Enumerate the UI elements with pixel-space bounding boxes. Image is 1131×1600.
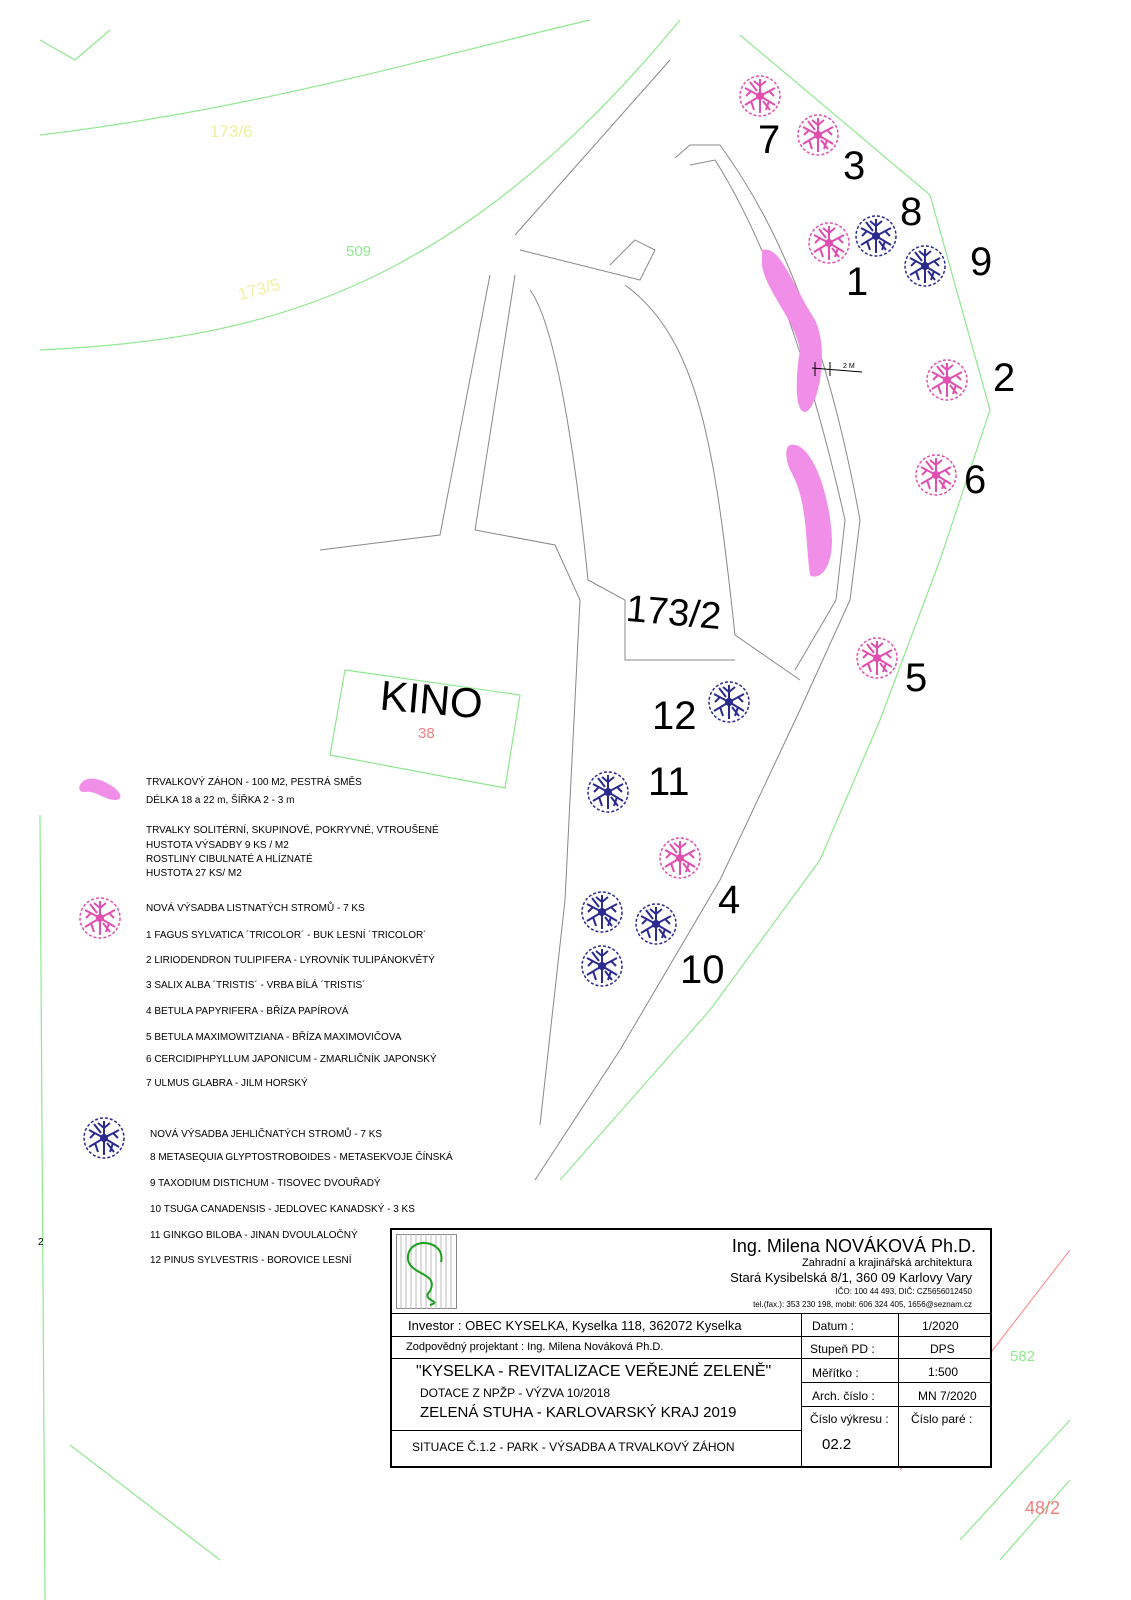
tree-icon-5 [856, 637, 898, 679]
legend-conifer-tree-icon [83, 1117, 125, 1159]
legend-bed-line: ROSTLINY CIBULNATÉ A HLÍZNATÉ [146, 854, 313, 865]
tree-number-12: 12 [652, 694, 697, 738]
tree-icon-2 [926, 359, 968, 401]
copy-number-label: Číslo paré : [911, 1412, 973, 1426]
date-label: Datum : [812, 1319, 855, 1333]
logo-icon [396, 1234, 457, 1309]
legend-deciduous-item: 1 FAGUS SYLVATICA ´TRICOLOR´ - BUK LESNÍ… [146, 930, 427, 941]
tree-icon-3 [797, 114, 839, 156]
author-name: Ing. Milena NOVÁKOVÁ Ph.D. [731, 1236, 976, 1256]
legend-deciduous-tree-icon [79, 897, 121, 939]
tree-icon-10a [581, 891, 623, 933]
drawing-title: SITUACE Č.1.2 - PARK - VÝSADBA A TRVALKO… [412, 1440, 735, 1454]
tree-icon-11 [587, 771, 629, 813]
tree-number-4: 4 [718, 878, 741, 922]
legend-bed-line: DÉLKA 18 a 22 m, ŠÍŘKA 2 - 3 m [146, 795, 295, 806]
tree-icon-1 [808, 222, 850, 264]
scale-value: 1:500 [928, 1365, 959, 1379]
legend-bed-line: TRVALKY SOLITÉRNÍ, SKUPINOVÉ, POKRYVNÉ, … [146, 825, 439, 836]
author-ids: IČO: 100 44 493, DIČ: CZ5656012450 [835, 1287, 972, 1296]
date-value: 1/2020 [922, 1319, 959, 1333]
tree-icon-8 [855, 215, 897, 257]
scale-label: Měřítko : [812, 1366, 859, 1380]
stage-value: DPS [930, 1342, 955, 1356]
building-label-kino: KINO [378, 671, 485, 728]
legend-deciduous-item: 2 LIRIODENDRON TULIPIFERA - LYROVNÍK TUL… [146, 955, 435, 966]
legend-conifer-item: 12 PINUS SYLVESTRIS - BOROVICE LESNÍ [150, 1255, 352, 1266]
tree-icon-6 [915, 454, 957, 496]
legend-bed-line: TRVALKOVÝ ZÁHON - 100 M2, PESTRÁ SMĚS [146, 777, 362, 788]
drawing-number: 02.2 [822, 1436, 852, 1453]
author-profession: Zahradní a krajinářská architektura [802, 1257, 972, 1269]
dimension-label: 2 M [843, 363, 855, 370]
parcel-label-48-2: 48/2 [1025, 1498, 1061, 1518]
point-label-582: 582 [1010, 1348, 1036, 1365]
author-contact: tel.(fax.): 353 230 198, mobil: 606 324 … [753, 1300, 972, 1309]
arch-value: MN 7/2020 [918, 1389, 977, 1403]
stage-label: Stupeň PD : [810, 1342, 875, 1356]
point-label-509: 509 [346, 243, 372, 260]
tree-icon-7 [739, 75, 781, 117]
legend-deciduous-item: 4 BETULA PAPYRIFERA - BŘÍZA PAPÍROVÁ [146, 1006, 349, 1017]
tree-icon-9 [904, 245, 946, 287]
tree-number-5: 5 [905, 656, 928, 700]
tree-icon-10c [581, 945, 623, 987]
legend-conifer-item: 11 GINKGO BILOBA - JINAN DVOULALOČNÝ [150, 1230, 358, 1241]
parcel-label-173-2: 173/2 [624, 587, 723, 639]
legend-deciduous-title: NOVÁ VÝSADBA LISTNATÝCH STROMŮ - 7 KS [146, 903, 365, 914]
grant: DOTACE Z NPŽP - VÝZVA 10/2018 [420, 1386, 611, 1400]
tree-icon-10b [635, 903, 677, 945]
edge-mark: 2 [38, 1237, 44, 1248]
legend-conifer-title: NOVÁ VÝSADBA JEHLIČNATÝCH STROMŮ - 7 KS [150, 1129, 383, 1140]
tree-number-8: 8 [900, 190, 923, 234]
legend-bed-line: HUSTOTA 27 KS/ M2 [146, 868, 242, 879]
tree-icon-4 [659, 837, 701, 879]
legend-bed-line: HUSTOTA VÝSADBY 9 KS / M2 [146, 840, 289, 851]
tree-number-10: 10 [680, 948, 725, 992]
arch-label: Arch. číslo : [812, 1389, 875, 1403]
legend-deciduous-item: 6 CERCIDIPHPYLLUM JAPONICUM - ZMARLIČNÍK… [146, 1054, 437, 1065]
building-number: 38 [418, 725, 435, 742]
project-title: "KYSELKA - REVITALIZACE VEŘEJNÉ ZELENĚ" [416, 1363, 772, 1380]
legend-conifer-item: 8 METASEQUIA GLYPTOSTROBOIDES - METASEKV… [150, 1152, 453, 1163]
tree-number-6: 6 [964, 458, 987, 502]
deciduous-trees [79, 75, 968, 939]
perennial-beds [79, 249, 832, 800]
parcel-boundaries [39, 19, 1071, 1600]
park-paths [319, 59, 861, 1181]
tree-number-11: 11 [648, 760, 690, 804]
tree-number-2: 2 [993, 356, 1016, 400]
tree-number-9: 9 [970, 240, 993, 284]
parcel-label-173-6: 173/6 [210, 122, 253, 141]
designer: Zodpovědný projektant : Ing. Milena Nová… [406, 1341, 664, 1353]
program: ZELENÁ STUHA - KARLOVARSKÝ KRAJ 2019 [420, 1404, 737, 1421]
legend-deciduous-item: 5 BETULA MAXIMOWITZIANA - BŘÍZA MAXIMOVI… [146, 1032, 402, 1043]
tree-number-1: 1 [846, 260, 869, 304]
legend-conifer-item: 9 TAXODIUM DISTICHUM - TISOVEC DVOUŘADÝ [150, 1178, 381, 1189]
legend-deciduous-item: 3 SALIX ALBA ´TRISTIS´ - VRBA BÍLÁ ´TRIS… [146, 980, 366, 991]
author-address: Stará Kysibelská 8/1, 360 09 Karlovy Var… [730, 1270, 972, 1285]
dimension-mark [811, 362, 863, 376]
legend-conifer-item: 10 TSUGA CANADENSIS - JEDLOVEC KANADSKÝ … [150, 1204, 415, 1215]
title-block: Ing. Milena NOVÁKOVÁ Ph.D. Zahradní a kr… [390, 1228, 992, 1468]
investor: Investor : OBEC KYSELKA, Kyselka 118, 36… [408, 1318, 742, 1333]
legend-deciduous-item: 7 ULMUS GLABRA - JILM HORSKÝ [146, 1078, 308, 1089]
tree-number-3: 3 [843, 144, 866, 188]
drawing-number-label: Číslo výkresu : [810, 1412, 889, 1426]
tree-number-7: 7 [758, 118, 781, 162]
tree-icon-12 [708, 681, 750, 723]
